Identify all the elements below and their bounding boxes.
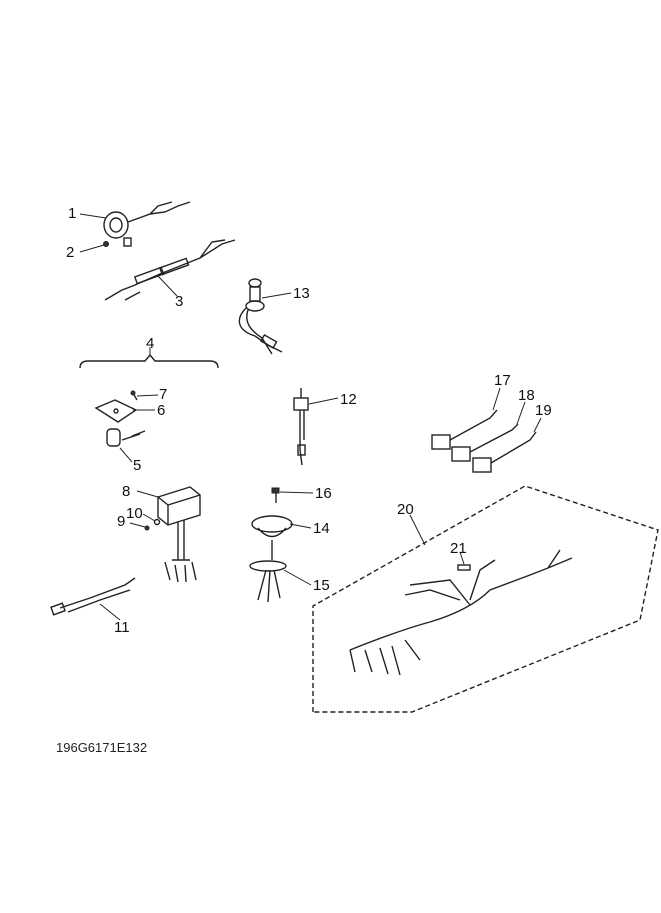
part-7-screw xyxy=(130,390,138,401)
part-3-wire-harness xyxy=(104,239,236,301)
leader-lines xyxy=(79,213,542,621)
callout-15: 15 xyxy=(313,577,330,594)
part-16-screw xyxy=(271,487,280,503)
callout-13: 13 xyxy=(293,285,310,302)
callout-4: 4 xyxy=(146,335,154,352)
callout-3: 3 xyxy=(175,293,183,310)
kit-20-dashed-outline xyxy=(312,485,659,713)
part-2-screw xyxy=(103,241,109,247)
part-15-plate xyxy=(249,560,287,603)
callout-2: 2 xyxy=(66,244,74,261)
part-12-switch xyxy=(293,388,309,466)
callout-19: 19 xyxy=(535,402,552,419)
part-8-rectifier-box xyxy=(157,486,201,583)
callout-20: 20 xyxy=(397,501,414,518)
callout-14: 14 xyxy=(313,520,330,537)
callout-21: 21 xyxy=(450,540,467,557)
callout-11: 11 xyxy=(114,619,130,636)
callout-18: 18 xyxy=(518,387,535,404)
part-11-wire xyxy=(50,577,136,616)
part-9-screw xyxy=(144,525,150,531)
part-19-connector xyxy=(472,431,537,473)
callout-8: 8 xyxy=(122,483,130,500)
callout-10: 10 xyxy=(126,505,143,522)
callout-12: 12 xyxy=(340,391,357,408)
part-5-sensor xyxy=(106,428,146,447)
part-6-plate xyxy=(94,399,138,423)
part-10-washer xyxy=(153,518,161,526)
callout-6: 6 xyxy=(157,402,165,419)
callout-9: 9 xyxy=(117,513,125,530)
part-21-fuse xyxy=(457,564,471,571)
callout-7: 7 xyxy=(159,386,167,403)
part-17-connector xyxy=(431,409,498,450)
callout-1: 1 xyxy=(68,205,76,222)
bracket-4 xyxy=(79,353,219,369)
callout-17: 17 xyxy=(494,372,511,389)
part-1-horn xyxy=(103,201,191,247)
callout-16: 16 xyxy=(315,485,332,502)
part-18-connector xyxy=(451,423,519,462)
part-14-gauge xyxy=(251,515,293,560)
part-13-main-switch xyxy=(238,278,283,355)
callout-5: 5 xyxy=(133,457,141,474)
diagram-code: 196G6171E132 xyxy=(56,740,148,755)
part-20-main-harness xyxy=(349,549,573,676)
